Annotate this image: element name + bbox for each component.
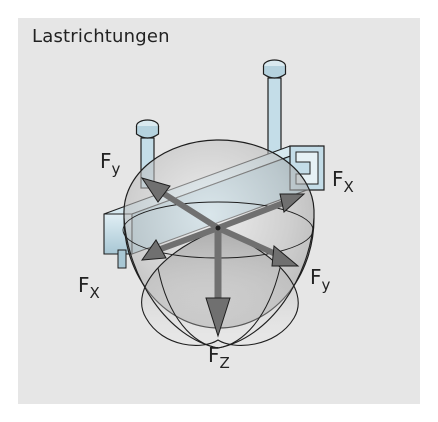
label-fx-right: FX	[332, 167, 354, 196]
label-fy-upper-left: Fy	[100, 149, 121, 178]
bolt-right	[262, 59, 287, 169]
label-fz-bottom: FZ	[208, 343, 230, 372]
diagram-panel: Lastrichtungen	[18, 18, 420, 404]
label-fx-left: FX	[78, 273, 100, 302]
force-arrows	[140, 177, 306, 338]
panel-title: Lastrichtungen	[32, 26, 170, 47]
label-fy-lower-right: Fy	[310, 265, 331, 294]
load-directions-diagram: Fy FX FX Fy FZ	[78, 59, 354, 372]
